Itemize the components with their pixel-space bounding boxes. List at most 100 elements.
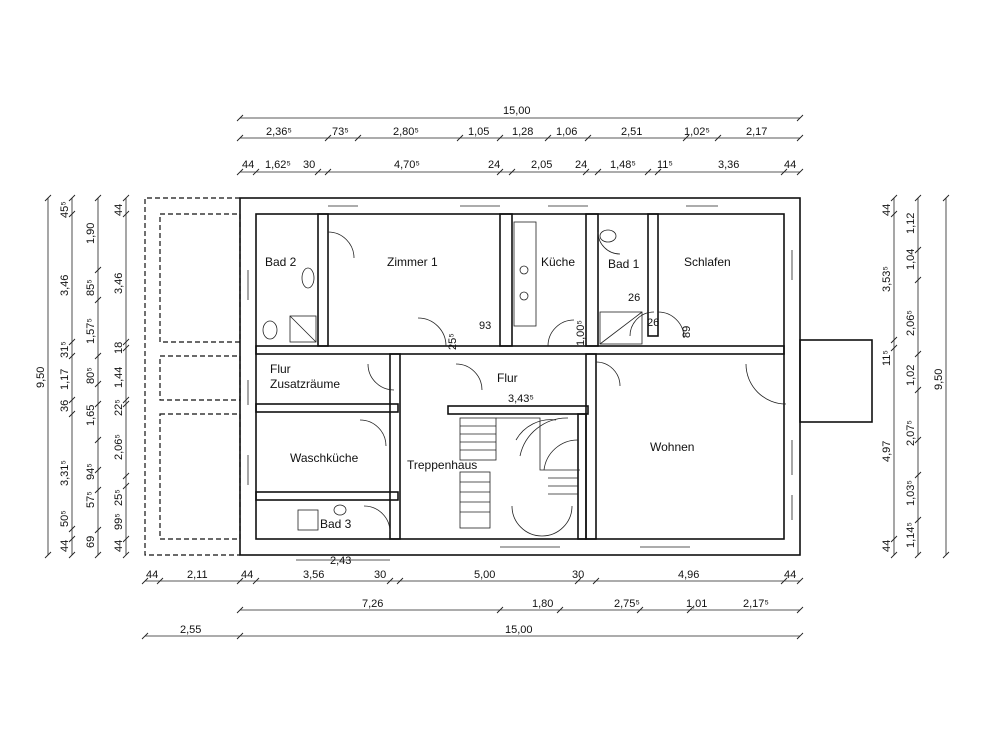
dimension-tick <box>236 134 244 142</box>
dimension-tick <box>236 632 244 640</box>
dim-bottom-row1: 30 <box>572 569 584 581</box>
dim-left-col4: 1,44 <box>113 367 125 388</box>
dimension-tick <box>780 577 788 585</box>
dimension-tick <box>122 194 130 202</box>
dimension-tick <box>584 134 592 142</box>
room-label-bad3: Bad 3 <box>320 517 352 531</box>
dim-top-row1: 73⁵ <box>332 126 349 138</box>
dimension-tick <box>914 471 922 479</box>
dim-right-col2: 1,03⁵ <box>905 480 917 506</box>
dim-bottom-row1: 44 <box>146 569 158 581</box>
dimension-tick <box>94 352 102 360</box>
dimension-tick <box>796 606 804 614</box>
dimension-tick <box>914 194 922 202</box>
dimension-tick <box>686 606 694 614</box>
dimension-tick <box>122 551 130 559</box>
dim-right-col2: 1,14⁵ <box>905 522 917 548</box>
dimension-tick <box>914 350 922 358</box>
dim-bottom-total-left: 2,55 <box>180 624 201 636</box>
annex-outline <box>144 197 241 556</box>
dimension-tick <box>942 551 950 559</box>
dimension-tick <box>68 535 76 543</box>
dimension-tick <box>94 296 102 304</box>
dim-left-col3: 80⁵ <box>85 367 97 384</box>
dimension-tick <box>68 410 76 418</box>
dimension-tick <box>94 380 102 388</box>
dimension-tick <box>682 134 690 142</box>
dim-right-outer: 9,50 <box>933 369 945 390</box>
dimension-tick <box>942 194 950 202</box>
dim-top-row2: 2,05 <box>531 159 552 171</box>
dim-top-row1: 1,02⁵ <box>684 126 710 138</box>
dim-right-col2: 1,12 <box>905 213 917 234</box>
dim-right-col1: 11⁵ <box>881 350 893 366</box>
dimension-tick <box>94 526 102 534</box>
dim-top-row2: 11⁵ <box>657 159 673 171</box>
dim-top-row2: 44 <box>784 159 796 171</box>
room-label-kueche: Küche <box>541 255 575 269</box>
dimension-tick <box>68 352 76 360</box>
dim-top-row2: 44 <box>242 159 254 171</box>
dimension-tick <box>141 577 149 585</box>
dim-left-col2: 3,46 <box>59 275 71 296</box>
dim-left-col2: 44 <box>59 540 71 552</box>
dimension-tick <box>252 168 260 176</box>
dimension-tick <box>890 194 898 202</box>
dim-left-col2: 31⁵ <box>59 341 71 358</box>
dimension-tick <box>236 577 244 585</box>
dim-interior: 26 <box>647 317 659 329</box>
dimension-tick <box>386 577 394 585</box>
dimension-tick <box>122 210 130 218</box>
bottom-dimensions: 44 2,11 44 3,56 30 5,00 30 4,96 44 7,26 … <box>141 569 804 640</box>
room-label-schlafen: Schlafen <box>684 255 731 269</box>
room-label-wohnen: Wohnen <box>650 440 694 454</box>
dim-top-row1: 2,80⁵ <box>393 126 419 138</box>
dimension-tick <box>94 436 102 444</box>
dim-bottom-row1: 5,00 <box>474 569 495 581</box>
dimension-tick <box>44 551 52 559</box>
dimension-tick <box>796 577 804 585</box>
room-label-flur: Flur <box>497 371 518 385</box>
interior-dimensions: 93 25⁵ 1,00⁵ 26 26 89 3,43⁵ 2,43 <box>296 292 693 567</box>
dim-bottom-row2: 7,26 <box>362 598 383 610</box>
dimension-tick <box>94 400 102 408</box>
dimension-tick <box>890 210 898 218</box>
room-label-waschkueche: Waschküche <box>290 451 359 465</box>
top-dimensions: 15,00 2,36⁵ 73⁵ 2,80⁵ 1,05 1,28 1,06 2,5… <box>236 105 804 176</box>
dimension-tick <box>714 134 722 142</box>
dim-left-col3: 94⁵ <box>85 463 97 480</box>
dim-bottom-row2: 1,80 <box>532 598 553 610</box>
dimension-tick <box>890 551 898 559</box>
dimension-tick <box>636 606 644 614</box>
dim-left-col4: 44 <box>113 204 125 216</box>
dimension-tick <box>890 535 898 543</box>
dim-left-col2: 50⁵ <box>59 510 71 527</box>
dim-left-col3: 1,90 <box>85 223 97 244</box>
dim-top-row1: 1,28 <box>512 126 533 138</box>
dimension-tick <box>574 577 582 585</box>
dimension-tick <box>780 168 788 176</box>
dimension-tick <box>354 134 362 142</box>
dim-left-col4: 25⁵ <box>113 489 125 506</box>
dim-right-col1: 44 <box>881 540 893 552</box>
dim-left-col3: 57⁵ <box>85 491 97 508</box>
dim-left-col4: 18 <box>113 342 125 354</box>
dimension-tick <box>890 344 898 352</box>
dimension-tick <box>68 551 76 559</box>
dim-left-col4: 2,06⁵ <box>113 434 125 460</box>
dimension-tick <box>654 168 662 176</box>
dim-left-col3: 69 <box>85 536 97 548</box>
dimension-tick <box>236 606 244 614</box>
room-label-zimmer1: Zimmer 1 <box>387 255 438 269</box>
dim-interior: 1,00⁵ <box>575 320 587 346</box>
dim-left-col4: 44 <box>113 540 125 552</box>
dimension-tick <box>68 338 76 346</box>
dimension-tick <box>236 168 244 176</box>
dim-right-col2: 2,07⁵ <box>905 420 917 446</box>
dim-bottom-row1: 3,56 <box>303 569 324 581</box>
dim-left-col4: 99⁵ <box>113 513 125 530</box>
dimension-tick <box>44 194 52 202</box>
dimension-tick <box>544 134 552 142</box>
dimension-tick <box>94 551 102 559</box>
